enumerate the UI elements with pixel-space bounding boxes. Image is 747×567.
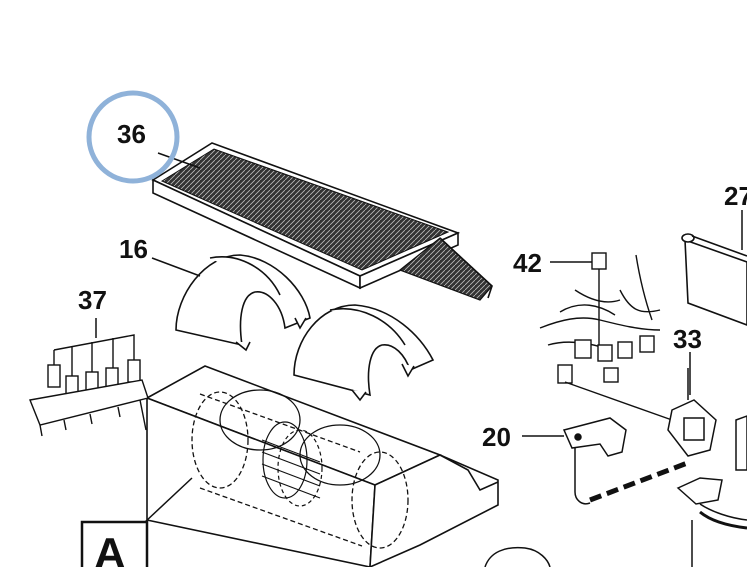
callout-42: 42: [513, 248, 542, 278]
callout-37: 37: [78, 285, 107, 315]
blower-housing[interactable]: [145, 365, 499, 567]
connector-block-part-37[interactable]: [29, 334, 149, 437]
blower-cover-part-16-right[interactable]: [293, 304, 435, 402]
round-part-bottom[interactable]: [484, 546, 551, 567]
cabin-filter-part-36[interactable]: [151, 142, 493, 301]
duct-part-27[interactable]: [681, 233, 747, 326]
hose-bottom-right[interactable]: [676, 477, 747, 567]
highlight-ring-36: [86, 90, 180, 184]
callout-20: 20: [482, 422, 511, 452]
callout-33: 33: [673, 324, 702, 354]
callout-36: 36: [117, 119, 146, 149]
callout-A: A: [94, 529, 126, 567]
resistor-part-33[interactable]: [667, 368, 747, 471]
leader-lines: [95, 152, 743, 523]
callout-27: 27: [724, 181, 747, 211]
sensor-part-20[interactable]: [562, 417, 627, 505]
cable-dashed: [589, 459, 691, 503]
wiring-harness-part-42[interactable]: [539, 252, 673, 421]
view-a-frame: [80, 520, 149, 567]
blower-cover-part-16-left[interactable]: [175, 254, 311, 352]
callout-16: 16: [119, 234, 148, 264]
